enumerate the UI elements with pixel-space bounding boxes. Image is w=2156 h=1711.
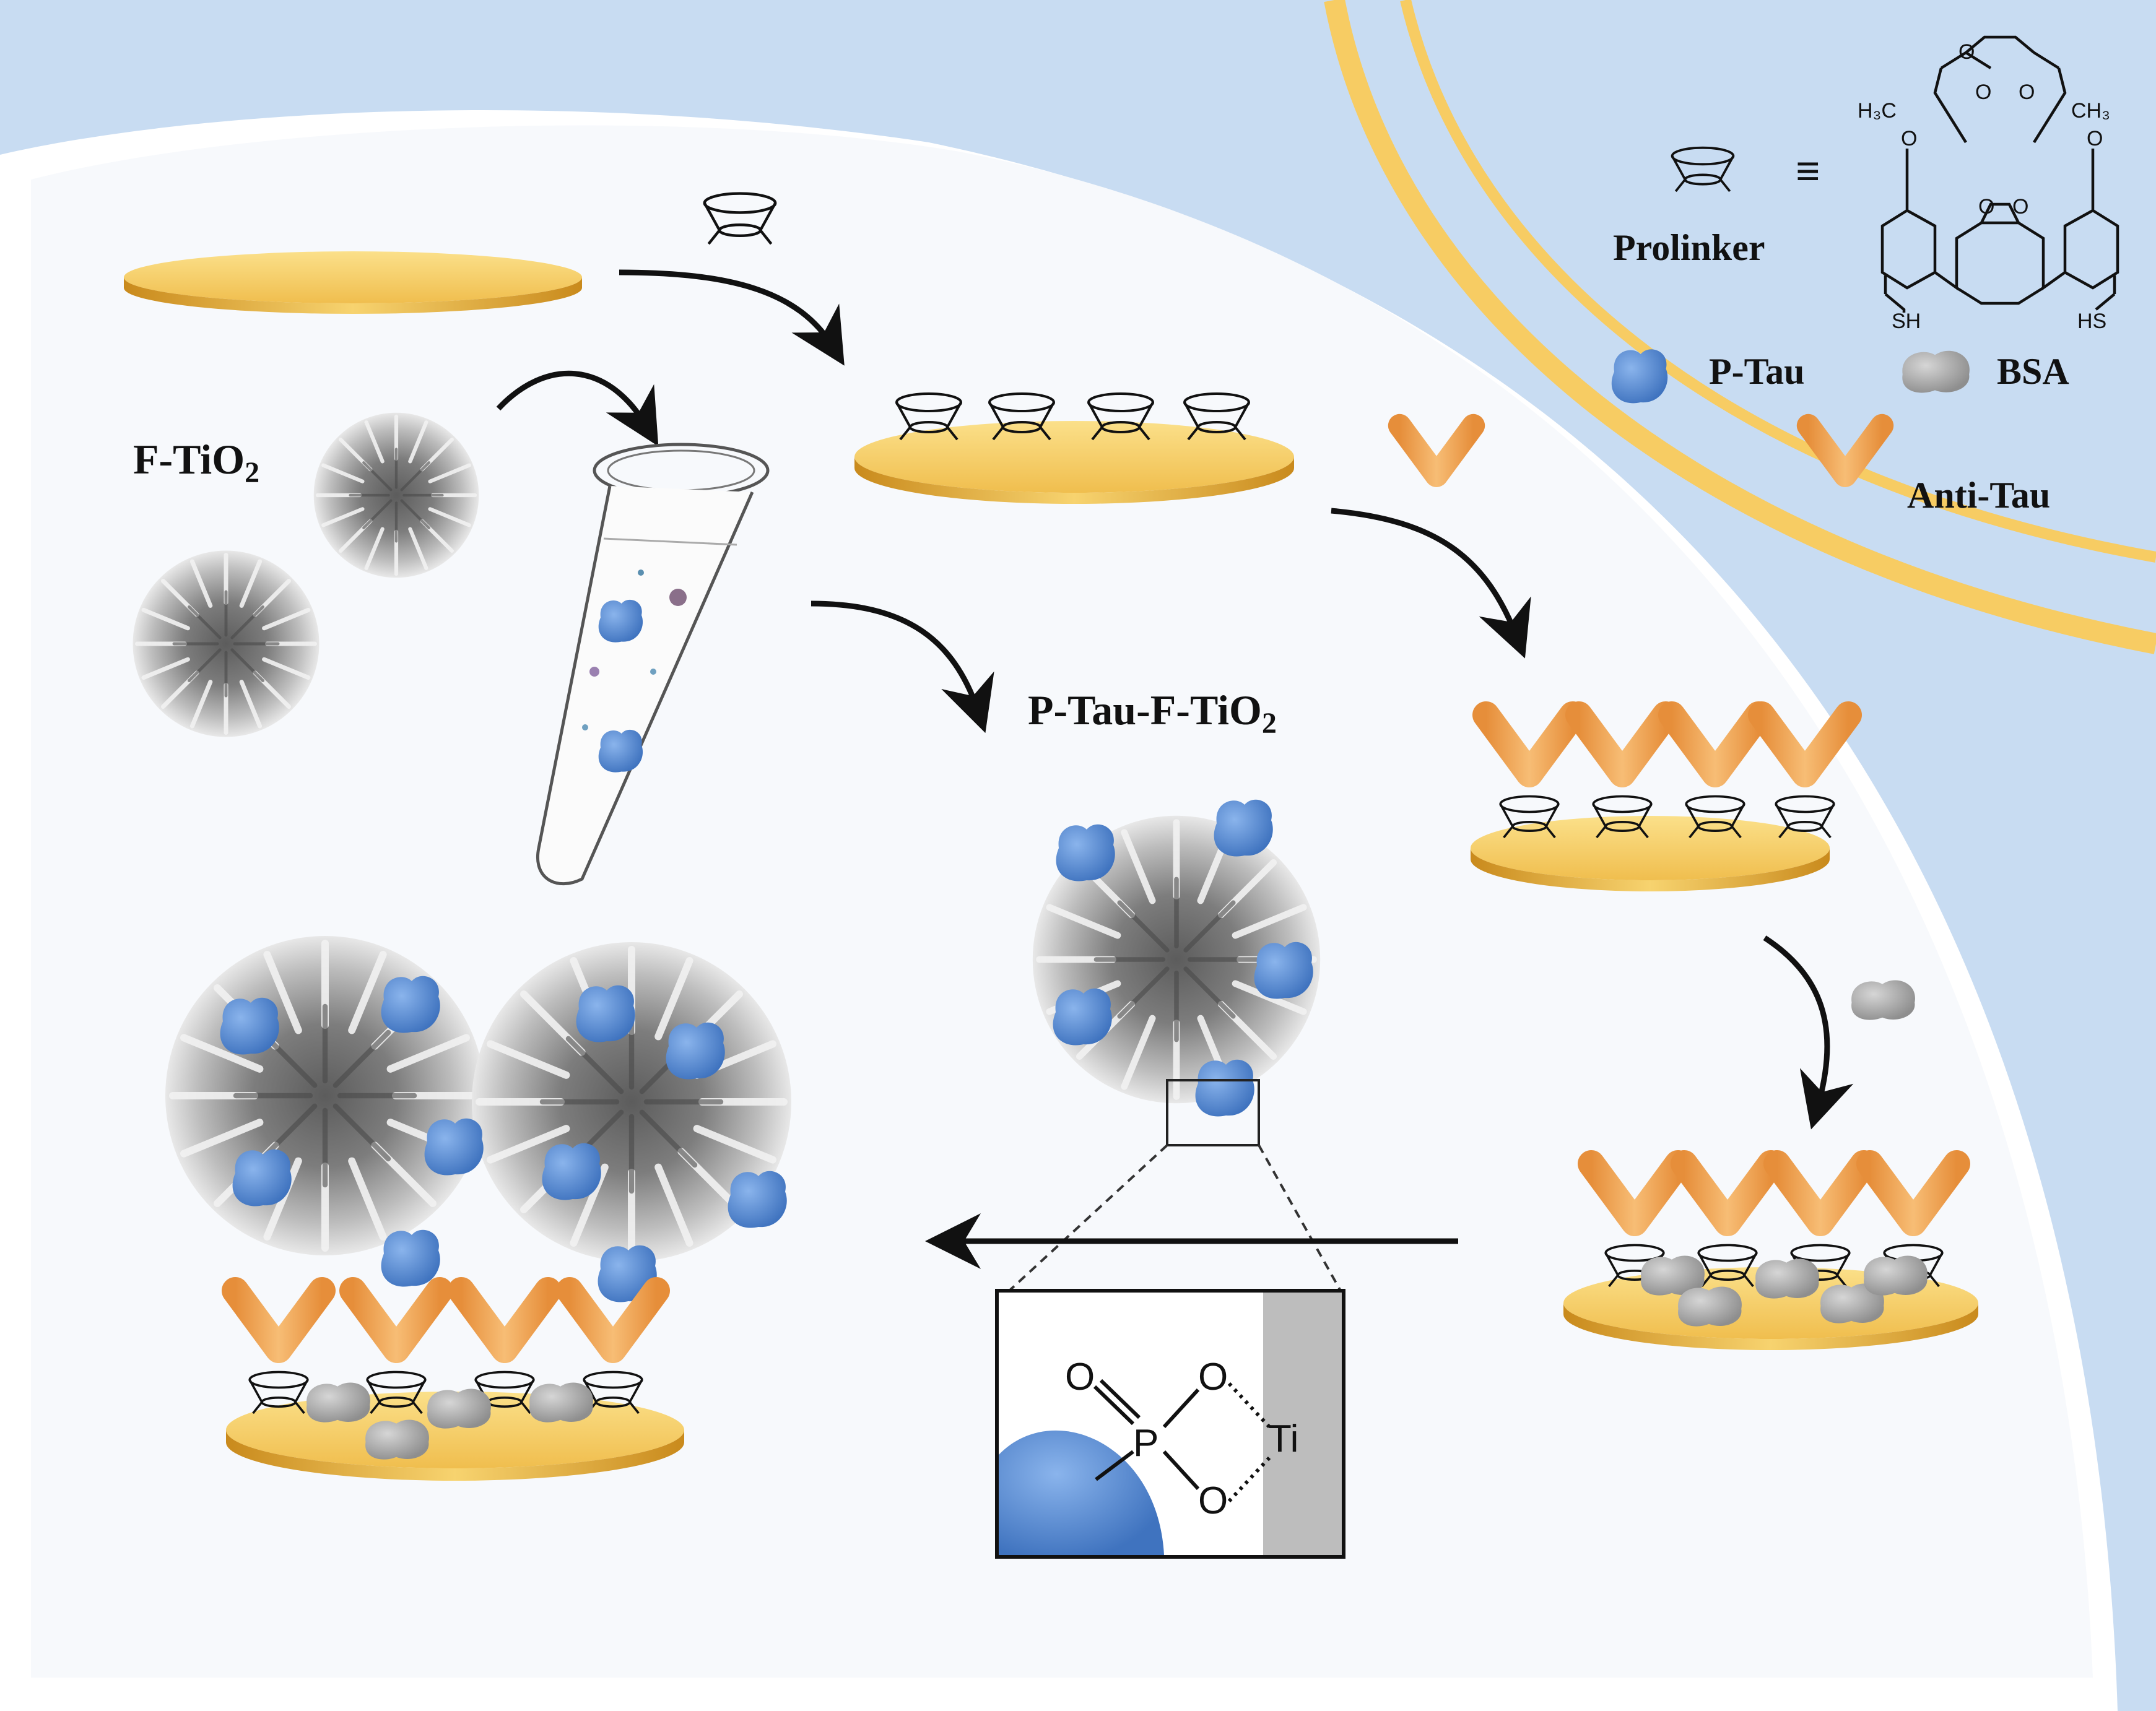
prolinker-label: Prolinker [1613,227,1765,268]
atom-o-crown1: O [1958,40,1975,64]
f-tio2-label: F-TiO2 [133,436,259,489]
prolinker-structure [1880,35,2119,313]
arrow-to-conjugate [811,600,994,734]
bare-gold-electrode [124,251,582,314]
zoom-lines [1008,1144,1342,1292]
equiv-sign: ≡ [1796,148,1820,196]
inset-p: P [1133,1422,1158,1465]
p-tau-legend-icon [1611,349,1668,404]
zoom-box [1166,1079,1260,1146]
atom-o-crown3: O [2019,80,2035,104]
bsa-legend-icon [1902,350,1970,393]
reaction-tube [536,443,770,886]
inset-o-bottom: O [1198,1479,1228,1522]
arrow-to-prolinker [619,269,845,366]
bsa-icon-step [1851,980,1915,1020]
arrow-to-antibody [1331,508,1531,659]
atom-o-mid1: O [1978,195,1994,219]
atom-sh: SH [1892,310,1921,333]
inset-o-double: O [1065,1356,1095,1398]
bsa-label: BSA [1997,351,2069,392]
antibody-electrode [1471,715,1848,891]
inset-ti: Ti [1268,1418,1298,1460]
legend: ≡ Prolinker H₃C CH₃ O O O O O O O SH HS … [1611,35,2119,516]
anti-tau-label: Anti-Tau [1907,475,2050,516]
p-tau-f-tio2-label: P-Tau-F-TiO2 [1028,687,1277,740]
detection-electrode [165,936,791,1481]
legend-arc-outer [1324,0,2156,654]
atom-hs: HS [2077,310,2106,333]
bonding-inset: O P O O Ti [995,1289,1345,1559]
atom-o-left: O [1901,127,1917,150]
atom-h3c: H₃C [1858,99,1897,123]
inset-o-top: O [1198,1356,1228,1398]
arrow-to-bsa [1763,935,1854,1130]
arrow-to-tube [496,370,659,446]
atom-o-crown2: O [1975,80,1991,104]
p-tau-label: P-Tau [1709,351,1805,392]
atom-o-mid2: O [2012,195,2028,219]
atom-ch3: CH₃ [2071,99,2110,123]
blocked-electrode [1563,1164,1978,1350]
atom-o-right: O [2087,127,2103,150]
prolinker-electrode [854,392,1294,504]
